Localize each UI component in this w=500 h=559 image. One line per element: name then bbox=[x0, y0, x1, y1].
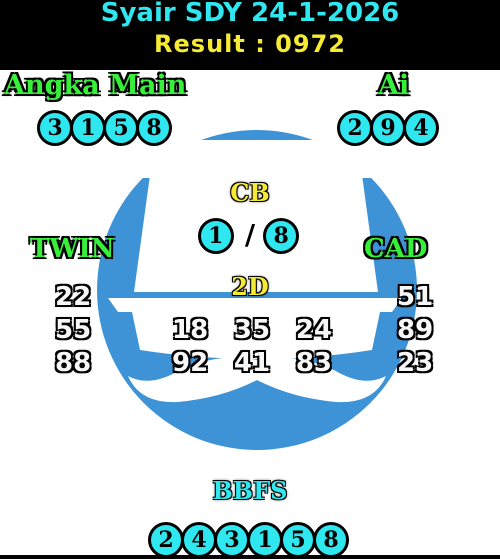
cad-value: 51 bbox=[397, 282, 434, 312]
bbfs-label: BBFS bbox=[212, 476, 288, 505]
twod-value: 41 bbox=[233, 348, 271, 378]
digit-circle: 2 bbox=[148, 522, 184, 558]
twod-value: 92 bbox=[172, 348, 209, 378]
page-title: Syair SDY 24-1-2026 bbox=[100, 0, 400, 28]
cad-value: 89 bbox=[397, 315, 434, 345]
cb-label: CB bbox=[230, 178, 270, 207]
cb-values: 1 / 8 bbox=[0, 218, 500, 254]
twin-value: 88 bbox=[55, 348, 92, 378]
twin-value: 22 bbox=[55, 282, 92, 312]
blank-panel bbox=[102, 140, 404, 178]
twin-label: TWIN bbox=[30, 234, 115, 264]
twod-value: 24 bbox=[295, 315, 332, 345]
twod-value: 83 bbox=[295, 348, 332, 378]
twod-row: 92 41 83 bbox=[172, 348, 332, 378]
cad-value: 23 bbox=[397, 348, 434, 378]
digit-circle: 8 bbox=[313, 522, 349, 558]
twin-value: 55 bbox=[55, 315, 92, 345]
twod-value: 35 bbox=[233, 315, 271, 345]
ai-label: Ai bbox=[378, 70, 410, 101]
cad-label: CAD bbox=[364, 234, 428, 264]
result-text: Result : 0972 bbox=[154, 30, 346, 58]
digit-circle: 9 bbox=[370, 110, 406, 146]
digit-circle: 4 bbox=[181, 522, 217, 558]
digit-circle: 1 bbox=[70, 110, 106, 146]
twod-value: 18 bbox=[172, 315, 209, 345]
cb-second-circle: 8 bbox=[263, 218, 300, 254]
cb-first-circle: 1 bbox=[197, 218, 234, 254]
angka-main-label: Angka Main bbox=[4, 70, 187, 101]
digit-circle: 1 bbox=[247, 522, 283, 558]
digit-circle: 4 bbox=[403, 110, 439, 146]
digit-circle: 2 bbox=[337, 110, 373, 146]
digit-circle: 8 bbox=[136, 110, 172, 146]
twod-row: 18 35 24 bbox=[172, 315, 332, 345]
digit-circle: 3 bbox=[214, 522, 250, 558]
twod-label: 2D bbox=[231, 272, 269, 301]
digit-circle: 5 bbox=[103, 110, 139, 146]
cb-separator: / bbox=[244, 218, 256, 251]
digit-circle: 3 bbox=[37, 110, 73, 146]
digit-circle: 5 bbox=[280, 522, 316, 558]
